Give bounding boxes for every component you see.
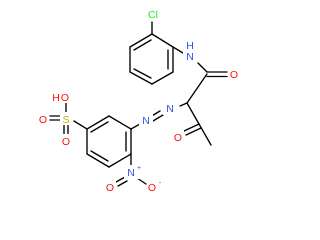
chemical-structure: Cl N H O N N O O H S O O N + (37, 6, 240, 194)
azo-nitrogen-2-label: N (142, 115, 150, 127)
bond (186, 102, 200, 125)
bond (108, 153, 132, 168)
bond (129, 33, 153, 48)
nitro-positive-charge: + (137, 165, 141, 172)
bond (86, 153, 110, 168)
amide-hydrogen-label: H (186, 40, 194, 52)
bond (115, 176, 126, 183)
ketone-oxygen-label: O (174, 132, 182, 144)
bond (172, 46, 184, 54)
nitro-oxygen-1-label: O (106, 182, 114, 194)
bond (86, 115, 110, 130)
bond (90, 121, 109, 133)
amide-nitrogen-label: N (186, 51, 194, 63)
azo-nitrogen-1-label: N (166, 103, 174, 115)
bond (73, 120, 88, 130)
bond (151, 33, 174, 48)
bond (185, 127, 202, 136)
bond (197, 62, 208, 73)
bond (186, 73, 208, 104)
bond (198, 123, 212, 146)
nitro-oxygen-2-label: O (148, 182, 156, 194)
bond (133, 68, 152, 79)
bond (108, 115, 132, 130)
bond (117, 180, 128, 187)
bond (152, 114, 164, 122)
chlorine-atom-label: Cl (148, 9, 158, 21)
nitro-nitrogen-label: N (127, 167, 135, 179)
amide-oxygen-label: O (230, 69, 238, 81)
hydroxyl-hydrogen-label: H (52, 92, 60, 104)
sulfur-atom-label: S (62, 114, 69, 126)
bond (130, 123, 141, 130)
bond (129, 71, 153, 85)
nitro-negative-charge: - (159, 180, 162, 187)
sulfonyl-oxygen-2-label: O (62, 136, 70, 148)
atom-labels: Cl N H O N N O O H S O O N + (37, 6, 240, 194)
hydroxyl-oxygen-label: O (61, 92, 69, 104)
bond (183, 123, 200, 132)
bonds (49, 21, 228, 187)
bond (151, 71, 174, 85)
bond (133, 39, 152, 51)
bond (90, 150, 109, 162)
bond (179, 102, 188, 107)
sulfonyl-oxygen-1-label: O (39, 114, 47, 126)
